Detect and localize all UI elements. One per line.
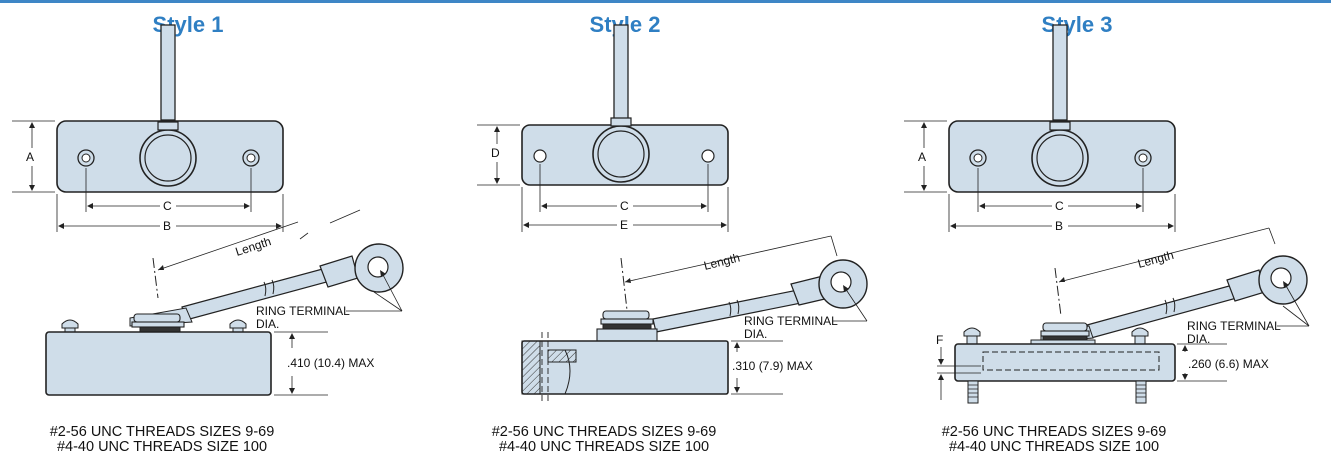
ring-terminal-label: RING TERMINAL xyxy=(256,304,350,318)
mounting-hole-right xyxy=(701,149,715,163)
thread-line-1: #2-56 UNC THREADS SIZES 9-69 xyxy=(491,424,717,440)
thread-line-1: #2-56 UNC THREADS SIZES 9-69 xyxy=(49,424,275,440)
dim-d-label: D xyxy=(491,146,500,160)
threaded-stud-right xyxy=(1135,380,1147,404)
dim-a-label: A xyxy=(26,150,34,164)
wire-lead-top xyxy=(160,24,176,121)
ring-dia-label: DIA. xyxy=(1187,332,1210,346)
threaded-stud-left xyxy=(967,380,979,404)
height-label: .310 (7.9) MAX xyxy=(732,359,813,373)
style-1-thread-note: #2-56 UNC THREADS SIZES 9-69 #4-40 UNC T… xyxy=(32,425,292,455)
thread-line-1: #2-56 UNC THREADS SIZES 9-69 xyxy=(941,424,1167,440)
thread-line-2: #4-40 UNC THREADS SIZE 100 xyxy=(948,439,1160,455)
mount-body-side xyxy=(521,340,729,395)
dim-b-label: B xyxy=(163,219,171,233)
style-1-drawing: A C B Length .410 (10.4) MAX RING TERMIN… xyxy=(12,24,404,396)
style-2-drawing: D C E Length .310 (7.9) MAX RING TERMINA… xyxy=(477,24,868,404)
dim-e-label: E xyxy=(620,218,628,232)
mount-body-side xyxy=(954,343,1176,382)
style-3-drawing: A C B Length F .260 (6.6) MAX RING TE xyxy=(904,24,1310,404)
dim-b-label: B xyxy=(1055,219,1063,233)
ring-terminal-label: RING TERMINAL xyxy=(1187,319,1281,333)
thread-line-2: #4-40 UNC THREADS SIZE 100 xyxy=(56,439,268,455)
style-3-thread-note: #2-56 UNC THREADS SIZES 9-69 #4-40 UNC T… xyxy=(924,425,1184,455)
mount-body-side xyxy=(45,331,272,396)
style-2-thread-note: #2-56 UNC THREADS SIZES 9-69 #4-40 UNC T… xyxy=(474,425,734,455)
height-label: .260 (6.6) MAX xyxy=(1188,357,1269,371)
length-label: Length xyxy=(702,250,741,272)
wire-lead-top xyxy=(1052,24,1068,121)
length-label: Length xyxy=(234,234,273,259)
thread-line-2: #4-40 UNC THREADS SIZE 100 xyxy=(498,439,710,455)
ring-terminal-label: RING TERMINAL xyxy=(744,314,838,328)
ring-dia-label: DIA. xyxy=(744,327,767,341)
top-rule xyxy=(0,0,1331,3)
height-label: .410 (10.4) MAX xyxy=(287,356,374,370)
wire-lead-top xyxy=(613,24,629,121)
ring-dia-label: DIA. xyxy=(256,317,279,331)
mounting-hole-left xyxy=(533,149,547,163)
dim-a-label: A xyxy=(918,150,926,164)
dim-c-label: C xyxy=(163,199,172,213)
length-label: Length xyxy=(1136,248,1175,271)
dim-c-label: C xyxy=(1055,199,1064,213)
dim-c-label: C xyxy=(620,199,629,213)
dim-f-label: F xyxy=(936,333,943,347)
